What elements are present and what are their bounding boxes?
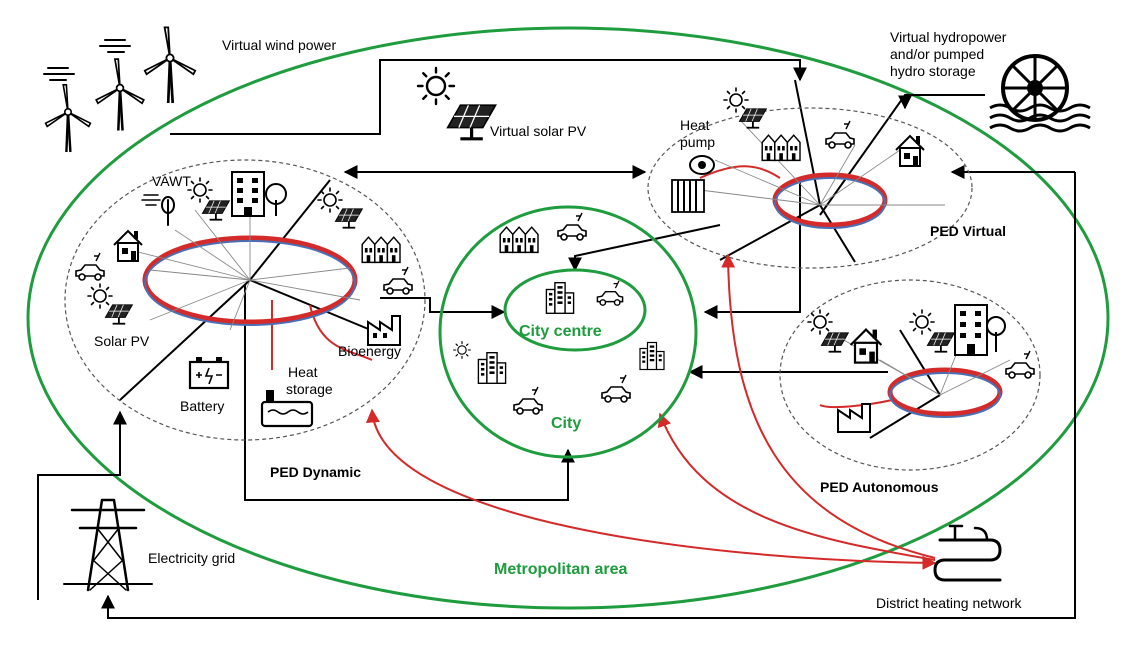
sun-icon bbox=[416, 66, 456, 106]
factory-icon bbox=[367, 315, 401, 346]
row-houses-icon bbox=[499, 226, 539, 254]
house-icon bbox=[895, 135, 925, 167]
apartment-building-icon bbox=[231, 171, 265, 217]
battery-label: Battery bbox=[180, 398, 224, 414]
ped-autonomous bbox=[779, 279, 1041, 471]
bioenergy-label: Bioenergy bbox=[338, 343, 401, 359]
heat-pump-icon bbox=[689, 155, 715, 175]
virtual-hydropower-label-3: hydro storage bbox=[890, 63, 976, 79]
solar-panel-icon bbox=[738, 107, 768, 129]
skyscraper-icon bbox=[477, 352, 507, 384]
tree-icon bbox=[986, 316, 1006, 352]
solar-panel-icon bbox=[446, 103, 498, 141]
heat-connections bbox=[271, 165, 937, 570]
electric-car-icon bbox=[596, 280, 624, 306]
electric-car-icon bbox=[75, 252, 105, 281]
ped-virtual bbox=[647, 107, 973, 269]
electric-car-icon bbox=[1005, 350, 1035, 379]
house-icon bbox=[849, 328, 883, 364]
heat-storage-label-2: storage bbox=[286, 381, 333, 397]
virtual-solar-pv-label: Virtual solar PV bbox=[490, 123, 587, 139]
city-centre-zone bbox=[503, 268, 647, 352]
ped-virtual-label: PED Virtual bbox=[930, 223, 1006, 239]
electric-car-icon bbox=[383, 266, 413, 295]
factory-icon bbox=[837, 403, 871, 433]
sun-icon bbox=[453, 341, 471, 359]
city-centre-label: City centre bbox=[519, 323, 602, 340]
heat-pump-label-1: Heat bbox=[680, 117, 710, 133]
solar-panel-icon bbox=[201, 199, 231, 221]
radiator-icon bbox=[671, 179, 705, 213]
skyscraper-icon bbox=[545, 282, 575, 314]
sun-icon bbox=[807, 309, 833, 335]
electric-car-icon bbox=[557, 212, 587, 241]
power-pylon-icon bbox=[63, 498, 153, 592]
hydropower-wheel-icon bbox=[989, 54, 1091, 133]
heat-storage-label-1: Heat bbox=[288, 364, 318, 380]
ped-dynamic bbox=[64, 159, 426, 441]
district-heating-network-label: District heating network bbox=[876, 595, 1023, 611]
electricity-grid-label: Electricity grid bbox=[148, 550, 235, 566]
solar-panel-icon bbox=[820, 331, 850, 353]
heat-storage-tank-icon bbox=[260, 390, 314, 428]
wind-gust-icon bbox=[43, 39, 131, 81]
virtual-hydropower-label-1: Virtual hydropower bbox=[890, 29, 1007, 45]
row-houses-icon bbox=[761, 134, 801, 162]
city-label: City bbox=[551, 415, 581, 432]
row-houses-icon bbox=[361, 236, 401, 264]
virtual-hydropower-label-2: and/or pumped bbox=[890, 46, 984, 62]
district-heating-pipes-icon bbox=[933, 524, 1002, 582]
solar-panel-icon bbox=[104, 303, 134, 325]
virtual-wind-power-label: Virtual wind power bbox=[222, 37, 336, 53]
house-icon bbox=[113, 230, 143, 262]
solar-panel-icon bbox=[334, 207, 364, 229]
battery-icon bbox=[188, 357, 230, 390]
metropolitan-area-label: Metropolitan area bbox=[494, 561, 627, 578]
solar-pv-label: Solar PV bbox=[94, 333, 150, 349]
electric-car-icon bbox=[513, 386, 543, 415]
heat-pump-label-2: pump bbox=[680, 134, 715, 150]
vawt-icon bbox=[141, 194, 175, 226]
ped-dynamic-label: PED Dynamic bbox=[270, 464, 361, 480]
city-zone bbox=[438, 205, 698, 459]
tree-icon bbox=[265, 183, 287, 216]
solar-panel-icon bbox=[926, 331, 956, 353]
sun-icon bbox=[723, 87, 749, 113]
ped-autonomous-label: PED Autonomous bbox=[820, 479, 939, 495]
apartment-building-icon bbox=[954, 304, 988, 356]
sun-icon bbox=[317, 187, 343, 213]
electric-car-icon bbox=[825, 120, 855, 149]
metropolitan-area-boundary bbox=[26, 26, 1110, 610]
sun-icon bbox=[87, 283, 113, 309]
sun-icon bbox=[187, 177, 213, 203]
sun-icon bbox=[909, 309, 935, 335]
vawt-label: VAWT bbox=[152, 173, 191, 189]
electric-car-icon bbox=[601, 374, 631, 403]
skyscraper-icon bbox=[639, 341, 665, 371]
